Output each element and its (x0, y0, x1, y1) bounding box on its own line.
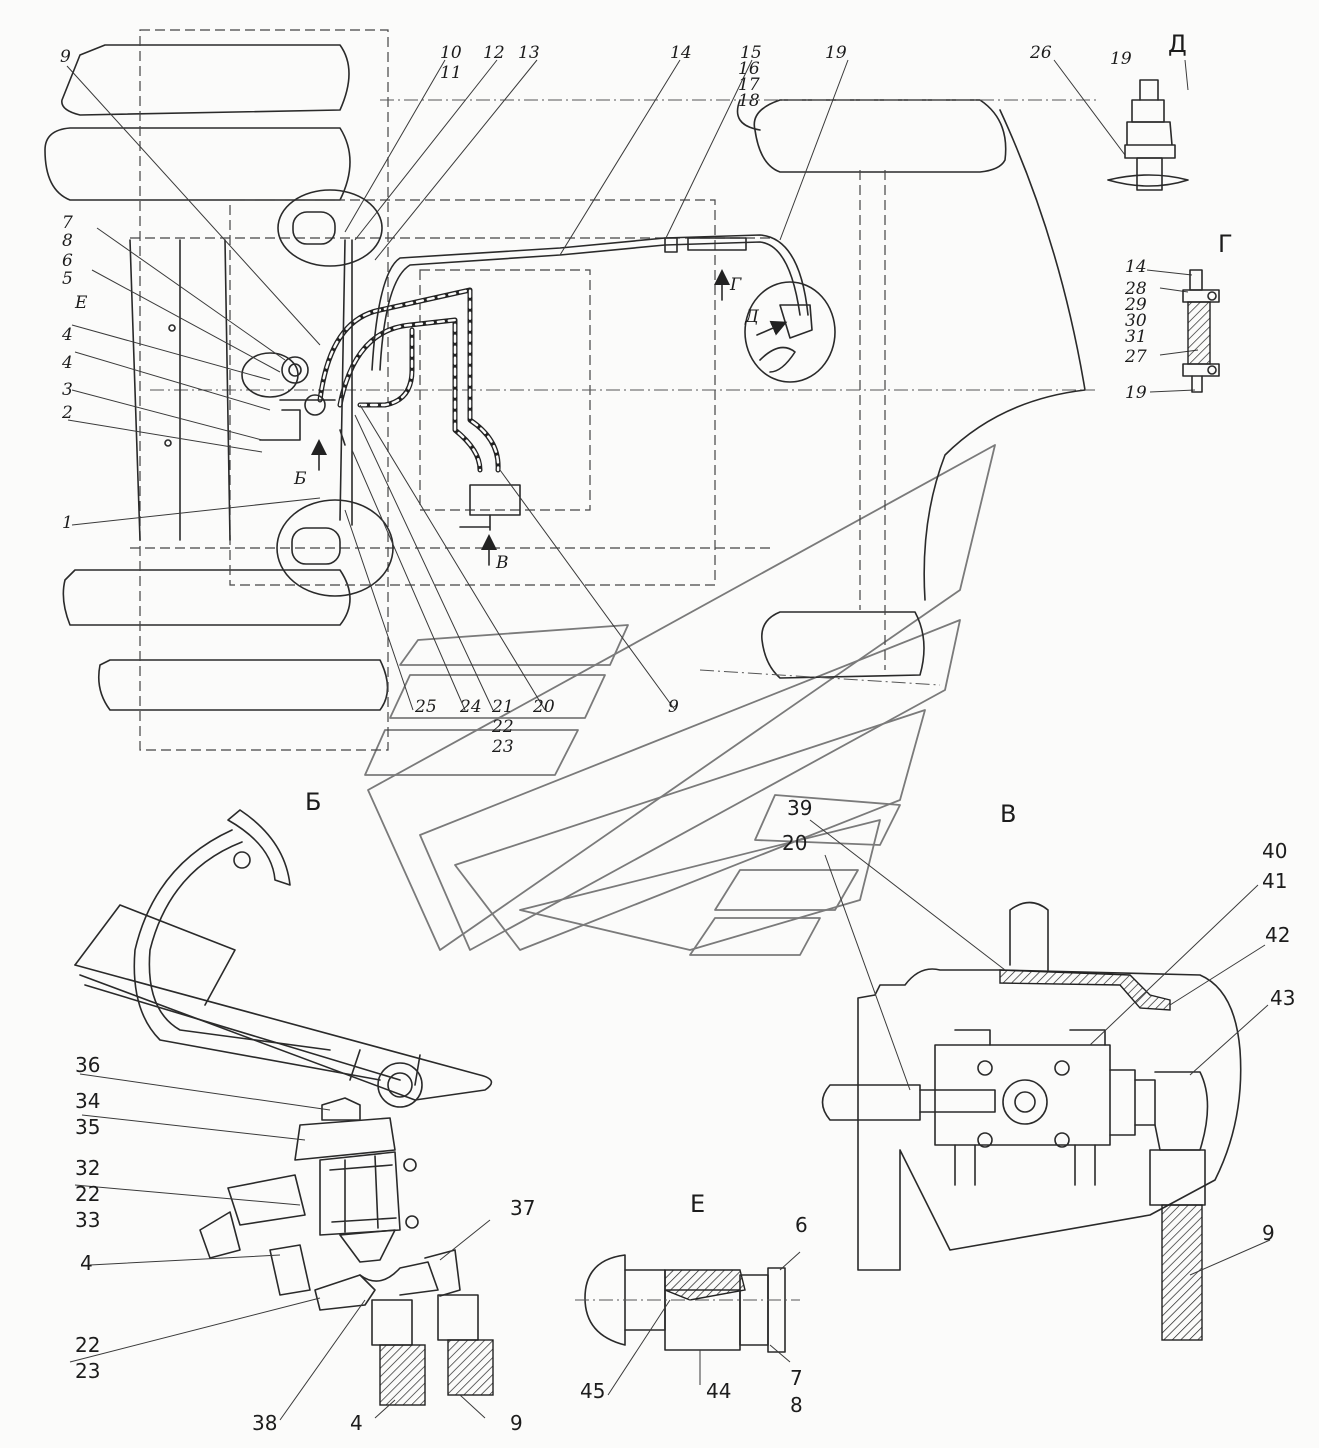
view-E-detail (575, 1251, 801, 1396)
callout-8: 8 (62, 231, 73, 251)
callout-11: 11 (440, 63, 462, 83)
callout-14: 14 (670, 43, 692, 63)
callout-19c: 19 (1125, 383, 1147, 403)
callout-9d: 9 (1262, 1221, 1275, 1245)
view-mark-D: Д (744, 307, 760, 327)
view-G-detail (1182, 269, 1220, 393)
view-mark-G: Г (729, 275, 742, 295)
callout-23b: 23 (75, 1359, 100, 1383)
callout-5: 5 (62, 269, 73, 289)
callout-34: 34 (75, 1089, 100, 1113)
view-markers: Е Б В Г Д Д Г Б В Е (74, 30, 1233, 1218)
callout-21: 21 (491, 697, 514, 717)
callout-19: 19 (825, 43, 847, 63)
view-mark-E: Е (74, 293, 88, 313)
view-title-B: Б (305, 788, 321, 816)
callout-16: 16 (738, 59, 760, 79)
callout-4d: 4 (350, 1411, 363, 1435)
watermark-logo (364, 444, 996, 956)
callout-3: 3 (62, 380, 73, 400)
callout-10: 10 (440, 43, 462, 63)
callout-20b: 20 (782, 831, 807, 855)
callout-18: 18 (738, 91, 760, 111)
view-title-G: Г (1218, 230, 1233, 258)
callout-42: 42 (1265, 923, 1290, 947)
callout-30: 30 (1125, 311, 1147, 331)
callout-labels: 9 10 11 12 13 14 15 16 17 18 19 7 8 6 5 … (60, 43, 1295, 1435)
callout-22b: 22 (75, 1182, 100, 1206)
callout-4c: 4 (80, 1251, 93, 1275)
callout-22c: 22 (75, 1333, 100, 1357)
callout-45: 45 (580, 1379, 605, 1403)
main-plan-view (44, 29, 1199, 751)
callout-6: 6 (62, 251, 73, 271)
callout-6b: 6 (795, 1213, 808, 1237)
callout-41: 41 (1262, 869, 1287, 893)
callout-28: 28 (1124, 279, 1147, 299)
view-title-E: Е (690, 1190, 705, 1218)
callout-13: 13 (518, 43, 540, 63)
callout-32: 32 (75, 1156, 100, 1180)
callout-26: 26 (1029, 43, 1052, 63)
callout-35: 35 (75, 1115, 100, 1139)
callout-9: 9 (60, 47, 71, 67)
view-title-V: В (1000, 800, 1016, 828)
callout-20: 20 (532, 697, 555, 717)
callout-9c: 9 (510, 1411, 523, 1435)
callout-22: 22 (491, 717, 514, 737)
view-mark-B: Б (293, 469, 307, 489)
callout-8b: 8 (790, 1393, 803, 1417)
callout-44: 44 (706, 1379, 731, 1403)
callout-31: 31 (1125, 327, 1147, 347)
callout-17: 17 (738, 75, 760, 95)
callout-1: 1 (62, 513, 73, 533)
callout-9b: 9 (668, 697, 679, 717)
callout-7b: 7 (790, 1366, 803, 1390)
callout-33: 33 (75, 1208, 100, 1232)
callout-40: 40 (1262, 839, 1287, 863)
callout-4: 4 (61, 325, 73, 345)
callout-43: 43 (1270, 986, 1295, 1010)
view-D-detail (1107, 79, 1189, 191)
callout-19b: 19 (1110, 49, 1132, 69)
callout-25: 25 (414, 697, 437, 717)
view-B-pedal-detail (69, 809, 494, 1421)
callout-4b: 4 (61, 353, 73, 373)
callout-2: 2 (61, 403, 73, 423)
view-mark-V: В (495, 553, 509, 573)
callout-37: 37 (510, 1196, 535, 1220)
callout-14b: 14 (1125, 257, 1147, 277)
callout-24: 24 (459, 697, 482, 717)
callout-23: 23 (491, 737, 514, 757)
callout-39: 39 (787, 796, 812, 820)
callout-15: 15 (740, 43, 762, 63)
callout-27: 27 (1124, 347, 1147, 367)
callout-36: 36 (75, 1053, 100, 1077)
callout-29: 29 (1124, 295, 1147, 315)
callout-7: 7 (62, 213, 73, 233)
callout-12: 12 (483, 43, 505, 63)
view-V-detail (809, 819, 1271, 1341)
view-title-D: Д (1168, 30, 1187, 58)
callout-38: 38 (252, 1411, 277, 1435)
